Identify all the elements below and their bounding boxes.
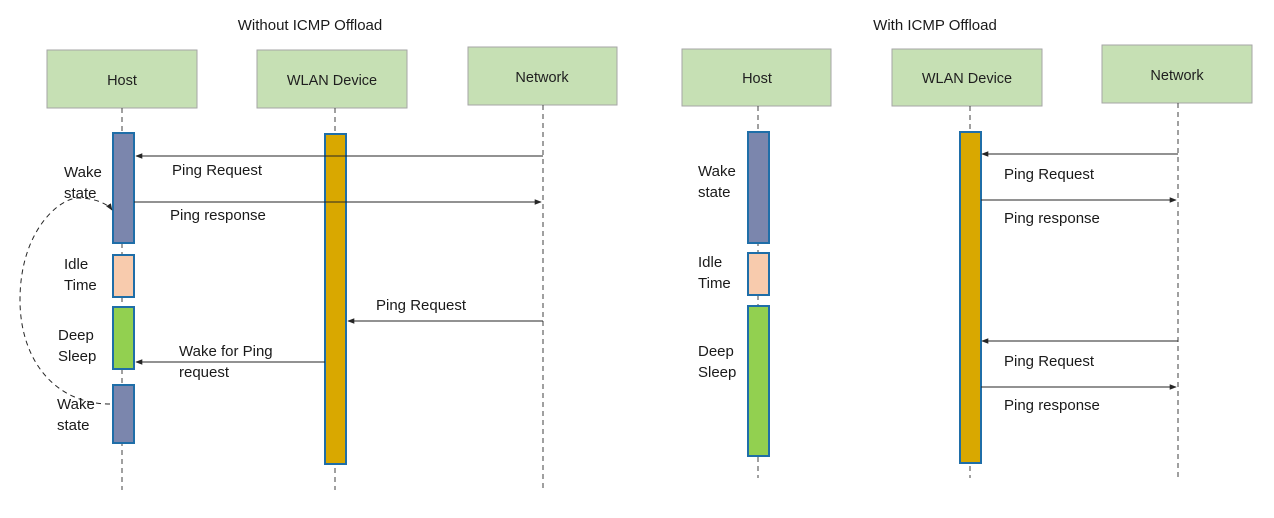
right-wlan-label: WLAN Device bbox=[922, 71, 1012, 87]
left-wake-state-bar-1 bbox=[112, 132, 135, 244]
right-wake-state-bar bbox=[747, 131, 770, 244]
right-idle-label-b: Time bbox=[698, 275, 731, 292]
left-panel-title: Without ICMP Offload bbox=[238, 17, 383, 34]
left-ping-response-label-1: Ping response bbox=[170, 207, 266, 224]
left-wlan-label: WLAN Device bbox=[287, 73, 377, 89]
left-wake-for-ping-label-a: Wake for Ping bbox=[179, 343, 273, 360]
left-wake-label-1a: Wake bbox=[64, 164, 102, 181]
left-network-label: Network bbox=[515, 70, 569, 86]
right-deep-label-a: Deep bbox=[698, 343, 734, 360]
right-network-label: Network bbox=[1150, 68, 1204, 84]
right-idle-time-bar bbox=[747, 252, 770, 296]
left-idle-label-b: Time bbox=[64, 277, 97, 294]
left-host-participant: Host bbox=[46, 49, 198, 109]
left-ping-request-label-2: Ping Request bbox=[376, 297, 467, 314]
left-wake-label-2a: Wake bbox=[57, 396, 95, 413]
left-wake-label-2b: state bbox=[57, 417, 90, 434]
right-ping-request-label-1: Ping Request bbox=[1004, 166, 1095, 183]
right-panel-title: With ICMP Offload bbox=[873, 17, 997, 34]
right-panel: With ICMP Offload Host WLAN Device Netwo… bbox=[681, 17, 1253, 478]
left-deep-label-b: Sleep bbox=[58, 348, 96, 365]
right-wake-label-a: Wake bbox=[698, 163, 736, 180]
left-host-label: Host bbox=[107, 73, 137, 89]
right-wake-label-b: state bbox=[698, 184, 731, 201]
left-deep-sleep-bar bbox=[112, 306, 135, 370]
right-network-participant: Network bbox=[1101, 44, 1253, 104]
right-ping-response-label-1: Ping response bbox=[1004, 210, 1100, 227]
left-panel: Without ICMP Offload Host WLAN Device Ne… bbox=[19, 17, 618, 490]
left-network-participant: Network bbox=[467, 46, 618, 106]
left-idle-label-a: Idle bbox=[64, 256, 88, 273]
left-wake-state-bar-2 bbox=[112, 384, 135, 444]
right-ping-request-label-2: Ping Request bbox=[1004, 353, 1095, 370]
right-wlan-participant: WLAN Device bbox=[891, 48, 1043, 107]
left-wlan-participant: WLAN Device bbox=[256, 49, 408, 109]
right-deep-sleep-bar bbox=[747, 305, 770, 457]
left-ping-request-label-1: Ping Request bbox=[172, 162, 263, 179]
right-deep-label-b: Sleep bbox=[698, 364, 736, 381]
left-wake-for-ping-label-b: request bbox=[179, 364, 230, 381]
left-wlan-activation-bar bbox=[324, 133, 347, 465]
right-idle-label-a: Idle bbox=[698, 254, 722, 271]
left-idle-time-bar bbox=[112, 254, 135, 298]
right-ping-response-label-2: Ping response bbox=[1004, 397, 1100, 414]
right-host-participant: Host bbox=[681, 48, 832, 107]
left-wake-cycle-arrow bbox=[19, 197, 113, 405]
left-wake-label-1b: state bbox=[64, 185, 97, 202]
right-host-label: Host bbox=[742, 71, 772, 87]
right-wlan-activation-bar bbox=[959, 131, 982, 464]
left-deep-label-a: Deep bbox=[58, 327, 94, 344]
